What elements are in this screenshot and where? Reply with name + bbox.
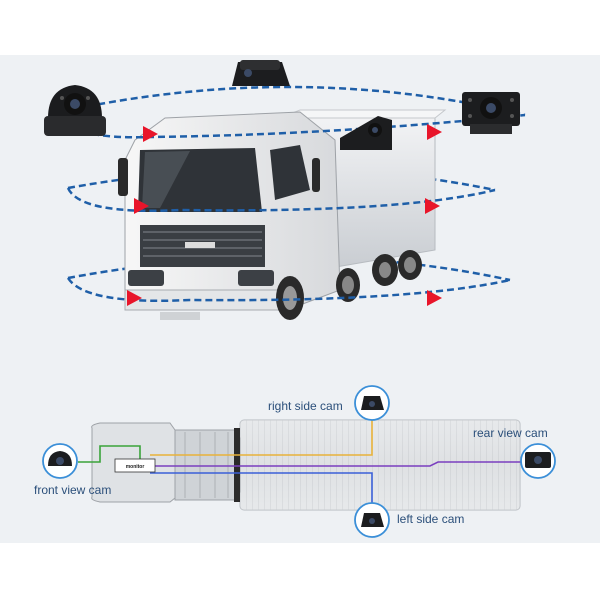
- red-arrows: [127, 124, 442, 306]
- right-mirror: [312, 158, 320, 192]
- orbit-top-back: [54, 85, 526, 117]
- rear-view-cam-label: rear view cam: [473, 426, 548, 440]
- headlight-right: [238, 270, 274, 286]
- monitor-box: [114, 458, 156, 473]
- rear-box-camera-icon: [462, 92, 520, 134]
- arrow-icon: [134, 198, 149, 214]
- wire-blue: [150, 472, 373, 505]
- wiring-diagram: monitor right side cam rear view cam fro…: [34, 385, 556, 538]
- front-view-cam-label: front view cam: [34, 483, 111, 497]
- side-camera-icon: [232, 60, 290, 86]
- left-mirror: [118, 158, 128, 196]
- front-camera-circle: [42, 443, 78, 479]
- orbit-mid-front: [66, 187, 496, 213]
- dome-camera-icon: [44, 85, 106, 136]
- left-side-cam-label: left side cam: [397, 512, 464, 526]
- truck-illustration: [44, 60, 526, 320]
- wire-green: [78, 445, 141, 463]
- arrow-icon: [427, 124, 442, 140]
- right-camera-circle: [354, 385, 390, 421]
- arrow-icon: [127, 290, 142, 306]
- arrow-icon: [425, 198, 440, 214]
- left-camera-circle: [354, 502, 390, 538]
- headlight-left: [128, 270, 164, 286]
- orbit-low-front: [66, 277, 511, 303]
- side-window: [270, 145, 310, 200]
- wire-purple: [150, 461, 525, 467]
- bumper: [124, 289, 281, 311]
- orbit-rings-front: [53, 112, 526, 303]
- wire-yellow: [150, 420, 373, 456]
- right-side-cam-label: right side cam: [268, 399, 343, 413]
- orbit-top-front: [53, 112, 526, 139]
- arrow-icon: [143, 126, 158, 142]
- side-camera-icon: [340, 116, 392, 150]
- arrow-icon: [427, 290, 442, 306]
- rear-camera-circle: [520, 443, 556, 479]
- monitor-label: monitor: [126, 464, 145, 470]
- orbit-low-back: [67, 255, 511, 282]
